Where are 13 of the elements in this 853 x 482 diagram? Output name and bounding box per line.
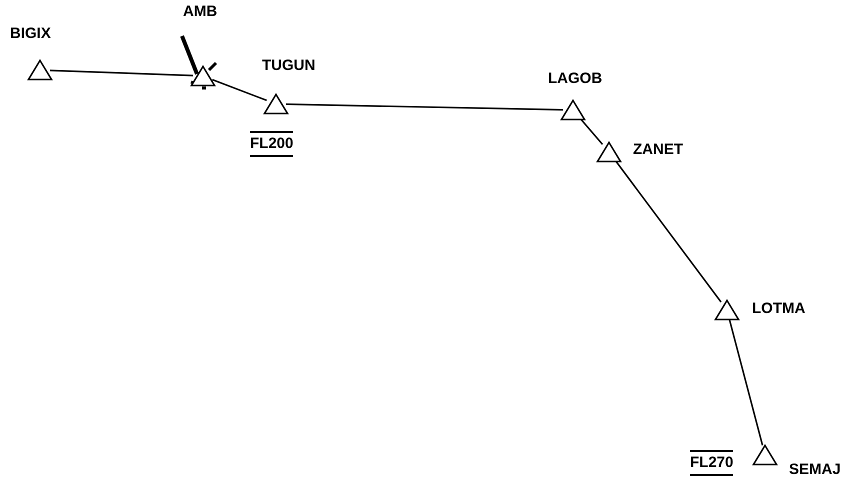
waypoint-name: LOTMA: [752, 300, 806, 318]
waypoint-name: AMB: [183, 3, 218, 21]
route-line: [728, 320, 764, 446]
altitude-constraint: FL270: [690, 450, 734, 476]
waypoint-name: SEMAJ: [789, 461, 841, 479]
route-line: [50, 70, 194, 76]
waypoint-name: ZANET: [633, 141, 683, 159]
route-line: [286, 103, 564, 111]
waypoint-name: LAGOB: [548, 70, 602, 88]
route-line: [212, 78, 267, 102]
altitude-constraint: FL200: [250, 131, 294, 157]
waypoint-name: BIGIX: [10, 25, 51, 43]
waypoint-name: TUGUN: [262, 57, 316, 75]
